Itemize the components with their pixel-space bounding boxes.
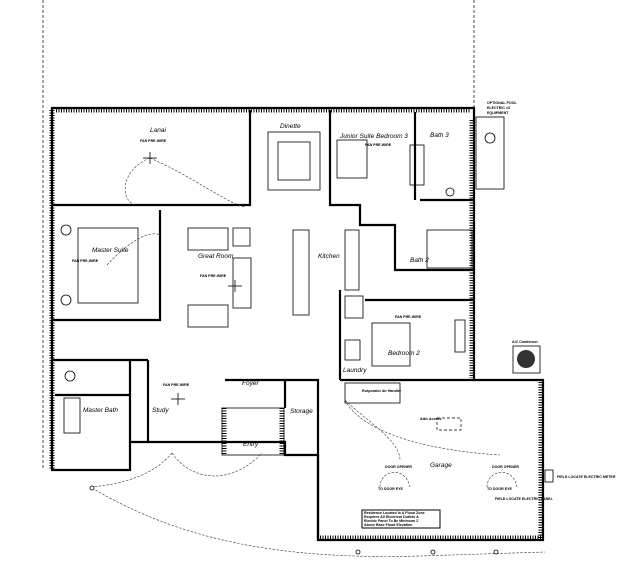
- switch-wire-lanai: [124, 157, 246, 208]
- exterior-light-icon: [89, 485, 95, 491]
- garage-light-wire: [344, 399, 501, 461]
- ac-condenser-label: A/C Condenser: [512, 340, 539, 344]
- door-eye-wire-right: [486, 472, 518, 488]
- fan-prewire-great-room: FAN PRE-WIRE: [200, 274, 227, 278]
- door-eye-wire-left: [379, 472, 411, 488]
- sofa: [232, 257, 252, 309]
- exterior-walls: [49, 106, 545, 542]
- fan-prewire-bedroom2: FAN PRE-WIRE: [395, 315, 422, 319]
- room-label-junior-suite: Junior Suite Bedroom 3: [339, 133, 408, 140]
- fan-prewire-master: FAN PRE-WIRE: [72, 259, 99, 263]
- field-locate-panel: FIELD LOCATE ELECTRIC PANEL: [495, 497, 554, 501]
- shower: [426, 229, 473, 269]
- attic-access-label: Attic Access: [420, 417, 441, 421]
- ceiling-fan-icon: [171, 393, 185, 405]
- field-locate-meter: FIELD LOCATE ELECTRIC METER: [557, 475, 616, 479]
- exterior-light-icon: [493, 549, 499, 555]
- attic-access-hatch: [436, 417, 462, 431]
- exterior-light-icon: [355, 549, 361, 555]
- bed-bedroom2: [371, 322, 411, 367]
- toilet-icon: [445, 187, 455, 197]
- flood-zone-note: Residence Located In A Flood Zone Requir…: [361, 509, 441, 529]
- pool-equipment-line2: ELECTRIC #3: [487, 106, 510, 110]
- kitchen-island: [292, 229, 310, 316]
- room-label-laundry: Laundry: [343, 367, 367, 374]
- evaporator-label: Evaporator Air Handler: [362, 389, 402, 393]
- exterior-landscape-wire: [91, 487, 546, 557]
- nightstand-lamp-icon: [60, 294, 72, 306]
- room-label-bedroom2: Bedroom 2: [388, 350, 420, 357]
- room-label-bath2: Bath 2: [410, 257, 429, 264]
- bathtub: [63, 397, 81, 434]
- pool-equipment-pad: [475, 116, 505, 190]
- nightstand-lamp-icon: [60, 224, 72, 236]
- pool-equipment-line3: EQUIPMENT: [487, 111, 509, 115]
- room-label-lanai: Lanai: [150, 127, 166, 134]
- to-door-eye-right: TO DOOR EYE: [487, 487, 512, 491]
- chair: [232, 227, 251, 247]
- door-opener-right: DOOR OPENER: [492, 465, 519, 469]
- exterior-light-icon: [430, 549, 436, 555]
- bed-junior-suite: [336, 139, 368, 179]
- to-door-eye-left: TO DOOR EYE: [378, 487, 403, 491]
- dresser-junior-suite: [409, 144, 425, 186]
- interior-walls: [52, 110, 474, 540]
- exterior-wire-front: [91, 452, 263, 488]
- room-label-great-room: Great Room: [198, 253, 234, 260]
- flood-note-line1: Residence Located In A Flood Zone: [364, 511, 425, 515]
- kitchen-counter: [344, 229, 360, 291]
- electric-meter-icon: [544, 469, 554, 483]
- ceiling-fan-icon: [228, 280, 242, 292]
- evaporator-air-handler: [344, 382, 401, 404]
- flood-note-line4: Above Base Flood Elevation: [364, 523, 412, 527]
- dresser-bedroom2: [454, 319, 466, 353]
- bed-master-suite: [77, 227, 139, 304]
- dining-table-icon: [277, 141, 311, 181]
- sofa: [187, 304, 229, 328]
- room-label-foyer: Foyer: [242, 380, 259, 387]
- room-label-study: Study: [152, 407, 169, 414]
- ac-fan-icon: [517, 350, 535, 368]
- room-label-bath3: Bath 3: [430, 132, 449, 139]
- room-label-garage: Garage: [430, 462, 452, 469]
- flood-note-line2: Requires All Electrical Outlets &: [364, 515, 419, 519]
- door-opener-left: DOOR OPENER: [385, 465, 412, 469]
- toilet-icon: [64, 370, 76, 382]
- room-label-kitchen: Kitchen: [318, 253, 340, 260]
- sofa: [187, 227, 229, 251]
- ac-condenser-unit: [512, 345, 541, 374]
- room-label-master-bath: Master Bath: [83, 407, 118, 414]
- refrigerator: [344, 295, 364, 319]
- dinette-table: [267, 131, 321, 191]
- switch-wire-master: [106, 233, 161, 266]
- pool-equipment-line1: OPTIONAL POOL: [487, 101, 517, 105]
- fan-prewire-junior: FAN PRE-WIRE: [365, 143, 392, 147]
- pool-pump-icon: [484, 132, 496, 144]
- room-label-storage: Storage: [290, 408, 313, 415]
- washer: [344, 339, 361, 361]
- flood-note-line3: Electric Panel To Be Minimum 1': [364, 519, 419, 523]
- fan-prewire-lanai: FAN PRE-WIRE: [140, 139, 167, 143]
- room-label-entry: Entry: [243, 441, 259, 448]
- room-label-master-suite: Master Suite: [92, 247, 129, 254]
- room-label-dinette: Dinette: [280, 123, 301, 130]
- fan-prewire-study: FAN PRE-WIRE: [163, 383, 190, 387]
